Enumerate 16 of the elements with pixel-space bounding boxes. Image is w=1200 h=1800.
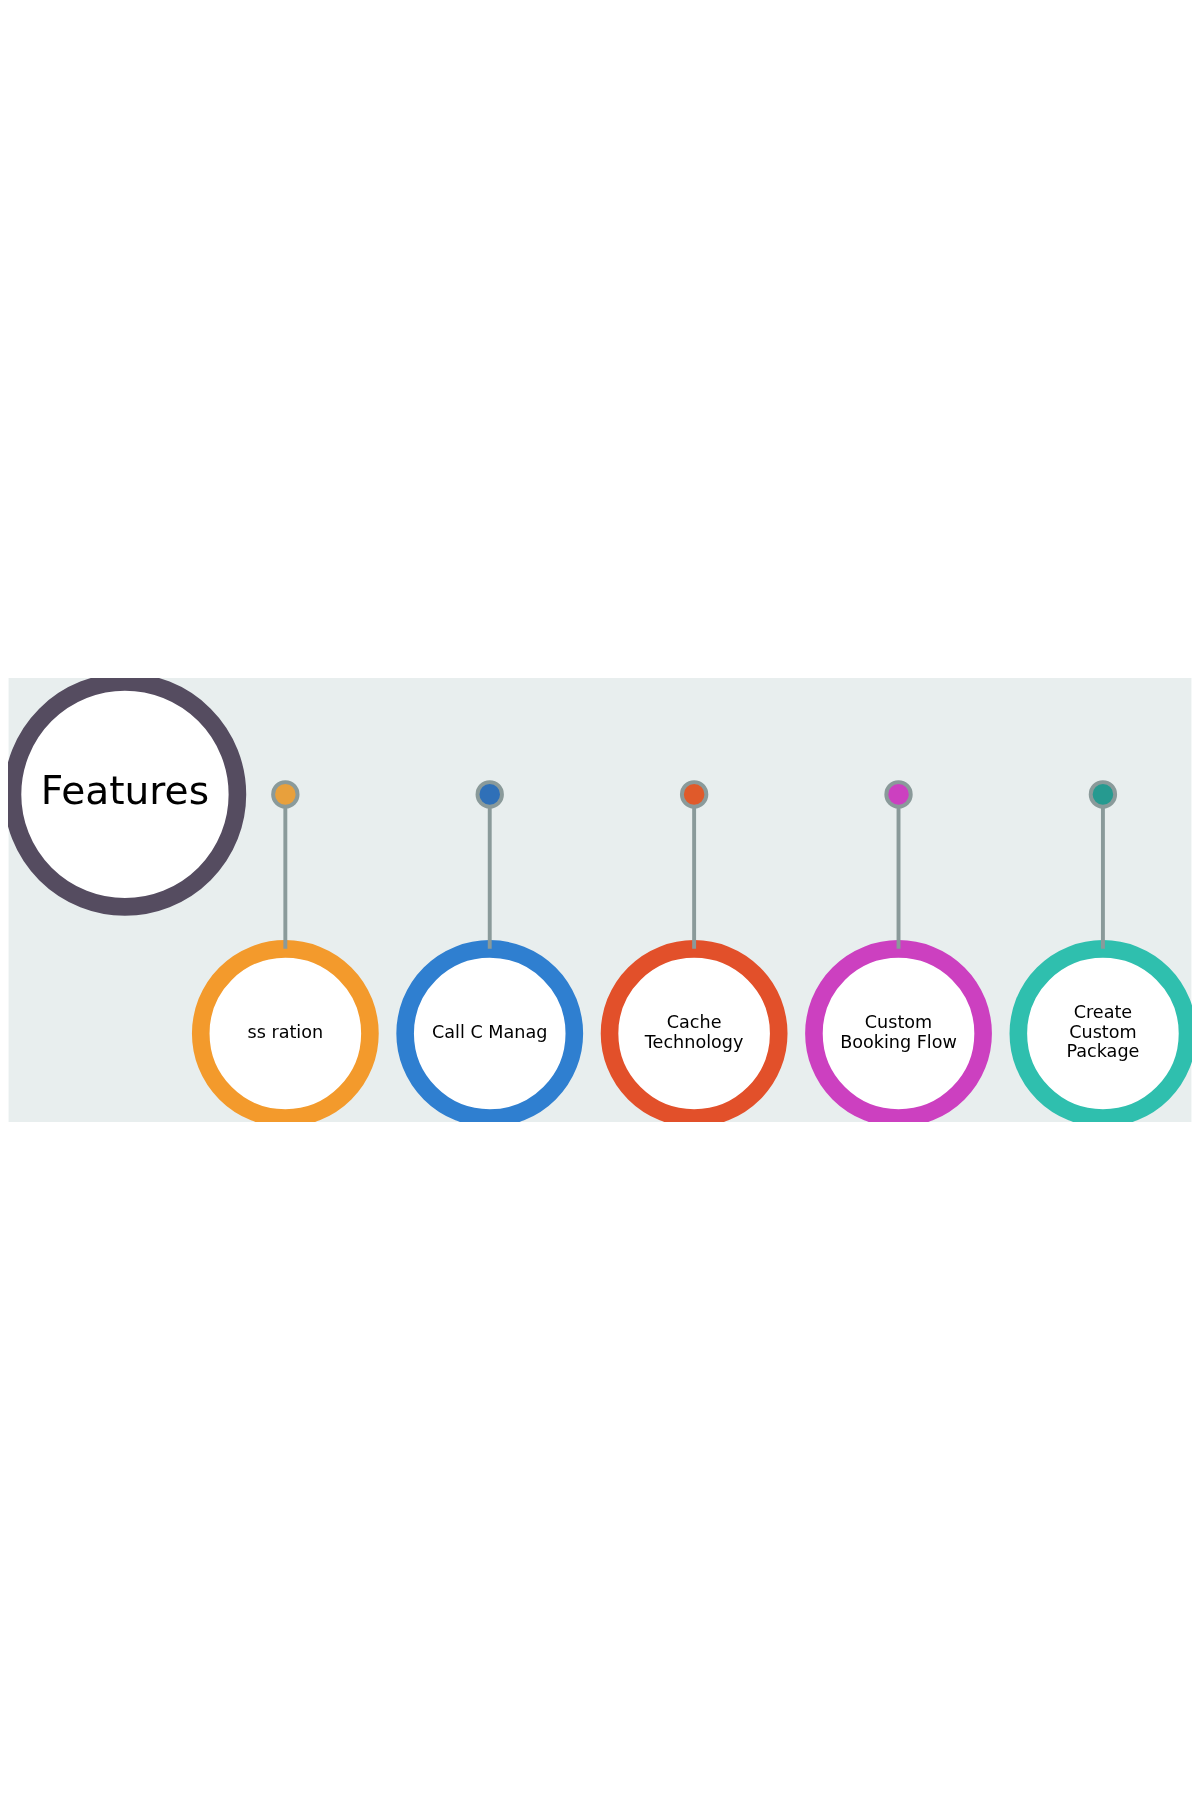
node-circle — [884, 780, 913, 809]
connector — [692, 806, 697, 949]
connector — [896, 806, 901, 949]
connector — [283, 806, 288, 949]
connector — [1100, 806, 1105, 949]
node-circle: Features — [8, 678, 247, 916]
node-circle — [679, 780, 709, 809]
node-circle: Create Custom Package — [1009, 940, 1192, 1122]
node-circle: Cache Technology — [600, 940, 788, 1122]
node-circle: ss ration — [191, 940, 379, 1122]
node-circle — [475, 780, 504, 809]
node-circle — [271, 780, 300, 809]
node-circle: Call C Manag — [396, 940, 584, 1122]
node-circle — [1088, 780, 1118, 809]
node-circle: Custom Booking Flow — [805, 940, 992, 1122]
connector — [487, 806, 492, 949]
